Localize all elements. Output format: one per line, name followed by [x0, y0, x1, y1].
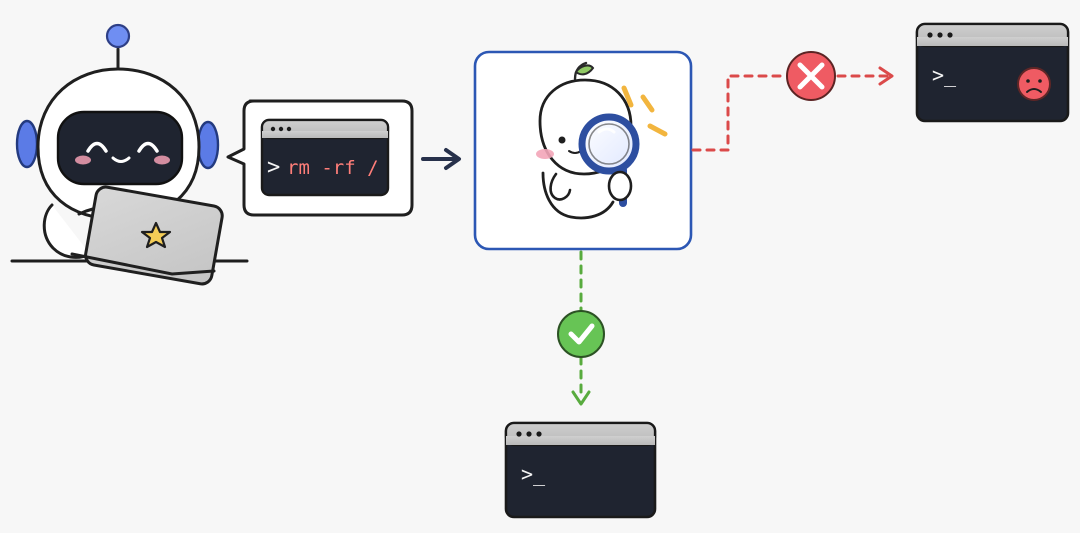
left-cheek-icon — [75, 155, 91, 165]
reviewer-panel — [473, 50, 693, 251]
rejected-terminal-dot-icon-1 — [927, 32, 933, 38]
sad-face-right-eye-icon — [1038, 79, 1042, 83]
approved-terminal-titlebar-fill — [506, 436, 655, 445]
rejected-terminal-titlebar-fill — [917, 37, 1068, 46]
star-icon — [140, 221, 172, 249]
robot-face-screen — [56, 110, 184, 186]
rejected-terminal-prompt: >_ — [932, 63, 957, 87]
rejected-terminal-dot-icon-3 — [947, 32, 953, 38]
reject-x-icon — [797, 62, 825, 90]
sad-face-mouth-icon — [1026, 88, 1042, 93]
approved-terminal-dot-icon-1 — [516, 431, 522, 437]
right-cheek-icon — [154, 155, 170, 165]
approved-terminal-window — [504, 421, 657, 519]
robot-left-arm — [42, 203, 92, 259]
antenna-ball-icon — [105, 23, 131, 49]
flow-arrow-to-check — [421, 148, 461, 170]
mascot-left-eye-icon — [558, 136, 566, 144]
rejected-arrow-head-icon — [878, 66, 894, 86]
speech-terminal-prompt: > — [267, 155, 281, 180]
rejected-path-line — [691, 74, 788, 152]
speech-terminal-dot-icon-1 — [270, 126, 276, 132]
leaf-icon — [574, 64, 595, 76]
speech-bubble — [226, 99, 414, 217]
approved-flow — [557, 250, 605, 406]
speech-terminal-titlebar-fill — [262, 131, 388, 138]
approved-arrow-head-icon — [571, 390, 591, 406]
smile-icon — [111, 156, 131, 163]
spark-line-icon-1 — [621, 85, 634, 108]
magnifier-inner-ring — [588, 123, 630, 165]
magnifier-shine-icon — [597, 127, 616, 134]
approved-terminal-dot-icon-2 — [526, 431, 532, 437]
approve-check-icon — [568, 323, 595, 345]
mascot-right-hand — [607, 170, 633, 202]
spark-line-icon-3 — [647, 123, 668, 137]
robot-character — [10, 23, 249, 286]
right-headphone-icon — [196, 120, 220, 170]
approve-circle-icon — [557, 310, 605, 358]
left-headphone-icon — [15, 119, 39, 169]
rejected-terminal-window — [915, 22, 1070, 123]
mascot-left-cheek-icon — [536, 149, 554, 159]
speech-terminal-dot-icon-2 — [278, 126, 284, 132]
rejected-terminal-dot-icon-2 — [937, 32, 943, 38]
sad-face-left-eye-icon — [1026, 79, 1030, 83]
mascot-left-hand — [549, 172, 572, 201]
approved-terminal-prompt: >_ — [521, 462, 546, 486]
speech-terminal-window — [260, 118, 390, 197]
left-eye-icon — [86, 141, 108, 153]
check-arrow-head-icon — [444, 148, 461, 170]
right-eye-icon — [137, 141, 159, 153]
speech-terminal-dot-icon-3 — [286, 126, 292, 132]
approved-terminal-dot-icon-3 — [536, 431, 542, 437]
speech-terminal-command: rm -rf / — [287, 157, 379, 179]
rejected-flow — [691, 51, 894, 152]
sad-face-icon — [1017, 67, 1051, 101]
magnifier-ring — [578, 113, 640, 175]
laptop-base — [70, 252, 216, 276]
spark-line-icon-2 — [640, 94, 655, 113]
